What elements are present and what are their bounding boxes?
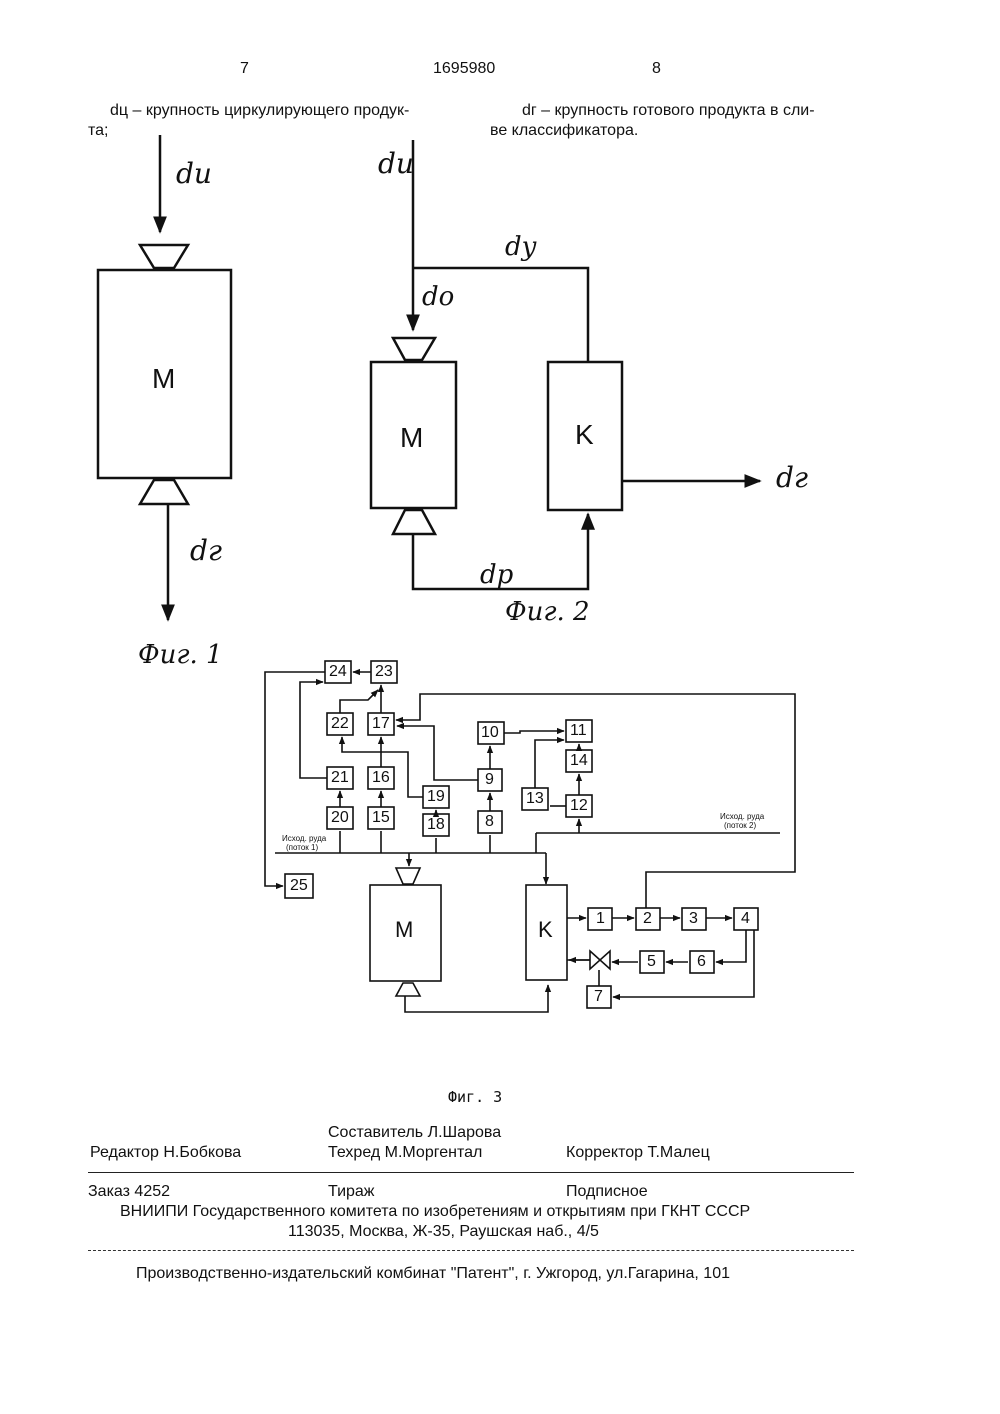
fig1-input-label: dи [176, 158, 212, 190]
fig1-top-funnel [140, 245, 188, 268]
fig3-block-11: 11 [570, 722, 587, 740]
fig3-top-funnel [396, 868, 420, 884]
fig1-output-label: dг [190, 535, 222, 567]
footer-subscription: Подписное [566, 1183, 648, 1201]
fig2-caption: Фиг. 2 [505, 597, 590, 627]
fig3-block-18: 18 [427, 816, 445, 834]
fig3-block-9: 9 [485, 771, 494, 789]
fig3-block-10: 10 [481, 724, 499, 742]
fig3-block-24: 24 [329, 663, 347, 681]
footer-printer: Производственно-издательский комбинат "П… [136, 1265, 730, 1283]
fig3-block-7: 7 [594, 988, 603, 1006]
fig3-block-3: 3 [689, 910, 698, 928]
footer-techred: Техред М.Моргентал [328, 1144, 482, 1162]
fig3-bottom-funnel [396, 983, 420, 996]
fig2-recycle-label: dy [505, 232, 536, 262]
fig2-return-label: dp [480, 560, 513, 590]
fig2-classifier-label: K [575, 419, 594, 451]
fig3-ore-stream-1-b: (поток 1) [286, 843, 318, 852]
fig3-block-23: 23 [375, 663, 393, 681]
fig3-classifier-label: K [538, 918, 553, 942]
fig2-mill-label: M [400, 422, 423, 454]
fig3-block-20: 20 [331, 809, 349, 827]
fig3-block-25: 25 [290, 877, 308, 895]
fig2-top-funnel [393, 338, 435, 360]
fig3-mill-label: M [395, 918, 413, 942]
fig3-block-21: 21 [331, 769, 349, 787]
footer-org-line1: ВНИИПИ Государственного комитета по изоб… [120, 1203, 750, 1221]
fig2-input-label: dи [378, 148, 414, 180]
fig3-block-6: 6 [697, 953, 706, 971]
fig3-block-13: 13 [526, 790, 544, 808]
fig3-block-14: 14 [570, 752, 588, 770]
fig3-block-12: 12 [570, 797, 588, 815]
footer-rule-2 [88, 1250, 854, 1251]
fig3-block-15: 15 [372, 809, 390, 827]
fig3-valve [590, 951, 610, 969]
fig1-mill-label: M [152, 363, 175, 395]
fig3-block-2: 2 [643, 910, 652, 928]
footer-order: Заказ 4252 [88, 1183, 170, 1201]
footer-editor: Редактор Н.Бобкова [90, 1144, 241, 1162]
fig3-block-22: 22 [331, 715, 349, 733]
fig3-block-4: 4 [741, 910, 750, 928]
fig2-feed-label: do [422, 282, 454, 312]
footer-org-line2: 113035, Москва, Ж-35, Раушская наб., 4/5 [288, 1223, 599, 1241]
fig3-block-16: 16 [372, 769, 390, 787]
fig1-bottom-funnel [140, 480, 188, 504]
fig3-ore-stream-2-a: Исход. руда [720, 812, 764, 821]
fig3-block-8: 8 [485, 813, 494, 831]
fig3-block-17: 17 [372, 715, 390, 733]
fig3-caption: Фиг. 3 [448, 1088, 502, 1106]
fig2-output-label: dг [776, 462, 808, 494]
fig3-block-19: 19 [427, 788, 445, 806]
fig2-bottom-funnel [393, 510, 435, 534]
footer-compiler: Составитель Л.Шарова [328, 1124, 501, 1142]
fig3-block-5: 5 [647, 953, 656, 971]
fig3-block-1: 1 [596, 910, 605, 928]
fig3-ore-stream-1-a: Исход. руда [282, 834, 326, 843]
footer-rule-1 [88, 1172, 854, 1173]
footer-circulation: Тираж [328, 1183, 375, 1201]
fig3-return-line [405, 985, 548, 1012]
footer-corrector: Корректор Т.Малец [566, 1144, 710, 1162]
fig3-ore-stream-2-b: (поток 2) [724, 821, 756, 830]
fig1-caption: Фиг. 1 [138, 640, 223, 670]
